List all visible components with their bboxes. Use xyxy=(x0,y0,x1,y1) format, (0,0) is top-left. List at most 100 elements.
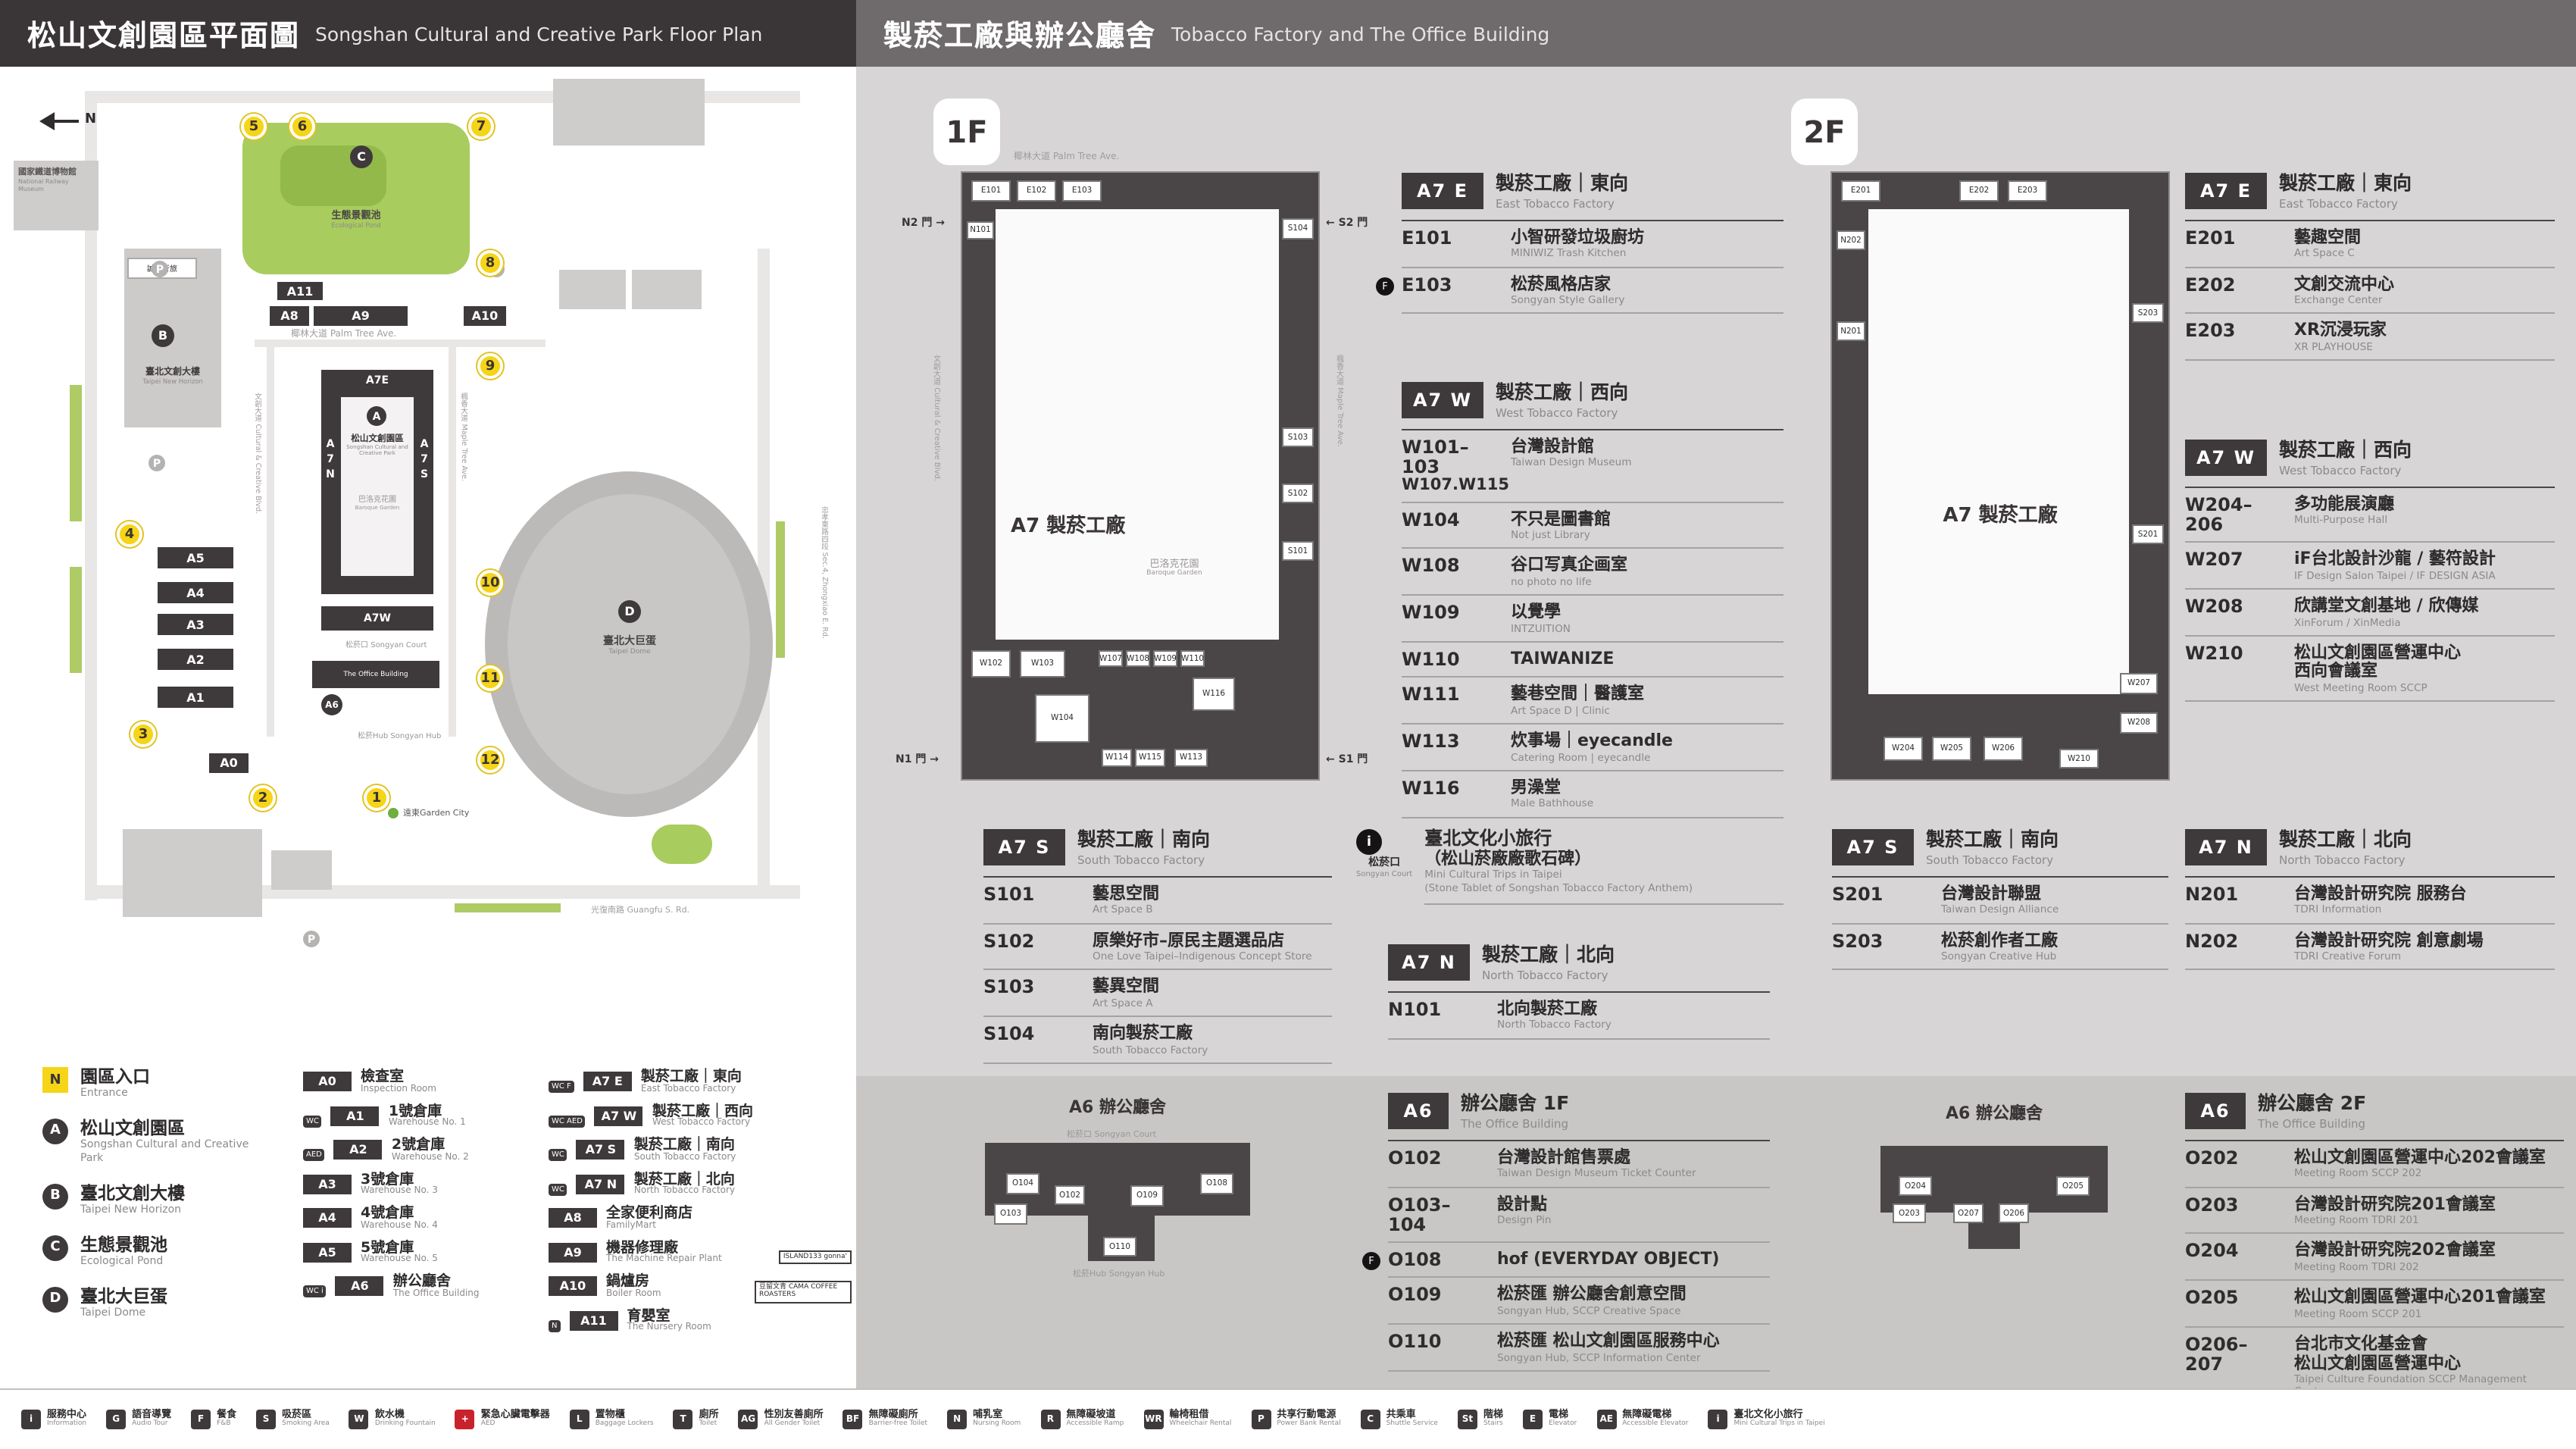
section-chip: A7 W xyxy=(1402,382,1483,418)
dome-label: 臺北大巨蛋 Taipei Dome xyxy=(603,635,656,656)
a7-building: A7E A7N A7S A 松山文創園區 Songshan Cultural a… xyxy=(321,370,433,594)
gate-s1: ← S1 門 xyxy=(1326,753,1368,765)
plan-room: N201 xyxy=(1837,321,1865,341)
plan-room: O103 xyxy=(994,1203,1027,1225)
plan-room: W210 xyxy=(2059,749,2099,768)
section-chip: A7 W xyxy=(2185,440,2267,476)
plan-room: W206 xyxy=(1984,737,2023,761)
facility-icons: WC xyxy=(549,1183,567,1196)
entrance-number: 8 xyxy=(477,250,503,276)
entrance-number: 5 xyxy=(241,114,267,139)
legend-area-marker: N xyxy=(42,1067,68,1093)
right-header: 製菸工廠與辦公廳舍 Tobacco Factory and The Office… xyxy=(856,0,2576,67)
gate-n1: N1 門 → xyxy=(896,753,939,765)
facility-icon: + xyxy=(455,1410,475,1429)
songyan-hub-map-label: 松菸Hub Songyan Hub xyxy=(358,732,442,741)
gate-s2: ← S2 門 xyxy=(1326,217,1368,229)
restaurant-icon: F xyxy=(1362,1251,1380,1270)
left-header: 松山文創園區平面圖 Songshan Cultural and Creative… xyxy=(0,0,856,67)
entrance-number: 12 xyxy=(477,747,503,773)
songyan-court-icon: i xyxy=(1356,829,1382,855)
entrance-number: 7 xyxy=(468,114,494,139)
floor-2f-chip: 2F xyxy=(1791,99,1858,165)
tenant-tag: ISLAND133 gonna' xyxy=(778,1250,852,1265)
plan-room: O108 xyxy=(1200,1173,1233,1194)
facility-icon: L xyxy=(569,1410,589,1429)
facility-icon: R xyxy=(1040,1410,1061,1429)
plan-room: W103 xyxy=(1020,650,1065,678)
neighbor-block xyxy=(553,79,705,146)
plan-room: W114 xyxy=(1102,749,1132,767)
road-cultural xyxy=(267,340,274,737)
building-block: A2 xyxy=(158,649,233,670)
building-block: A1 xyxy=(158,687,233,708)
facility-icons: WC xyxy=(549,1149,567,1162)
facility-icons: WC AED xyxy=(549,1115,586,1128)
entrance-number: 1 xyxy=(364,785,389,811)
facility-icon: T xyxy=(673,1410,693,1429)
facility-icons: WC F xyxy=(549,1081,574,1094)
facility-icon: N xyxy=(947,1410,968,1429)
facility-icons: WC xyxy=(303,1115,322,1128)
plan-room: W116 xyxy=(1193,678,1235,711)
building-code-chip: A6 xyxy=(335,1276,384,1296)
park-map: N 國家鐵道博物館 National Railway Museum C 生態景觀… xyxy=(0,67,856,1000)
entrance-number: 10 xyxy=(477,570,503,596)
green-strip xyxy=(776,521,785,658)
facility-icon: AG xyxy=(738,1410,758,1429)
building-code-chip: A8 xyxy=(549,1208,597,1228)
guangfu-rd-label: 光復南路 Guangfu S. Rd. xyxy=(591,906,690,915)
restaurant-icon: F xyxy=(1376,277,1394,296)
road-left xyxy=(85,91,97,900)
entrance-number: 9 xyxy=(477,353,503,379)
pond-label: 生態景觀池 Ecological Pond xyxy=(331,209,381,229)
building-block: A8 xyxy=(270,306,309,326)
building-code-chip: A3 xyxy=(303,1174,352,1194)
cultural-blvd-label-1f: 文創大道 Cultural & Creative Blvd. xyxy=(932,355,941,481)
parking-icon: P xyxy=(152,261,168,277)
section-chip: A6 xyxy=(1388,1093,1449,1129)
plan-room: O102 xyxy=(1055,1185,1085,1205)
section-chip: A7 N xyxy=(2185,829,2267,865)
building-code-chip: A7 S xyxy=(576,1140,625,1160)
plan-room: O204 xyxy=(1899,1176,1932,1196)
plan-room: E101 xyxy=(971,180,1011,202)
maple-ave-label-1f: 楓香大道 Maple Tree Ave. xyxy=(1335,355,1344,447)
building-code-chip: A0 xyxy=(303,1072,352,1091)
section-chip: A7 E xyxy=(1402,173,1483,209)
compass: N xyxy=(30,112,106,133)
plan-room: O206 xyxy=(1999,1203,2029,1223)
road-palm xyxy=(255,340,546,347)
room-entry: F O108 hof (EVERYDAY OBJECT) xyxy=(1362,1243,1770,1278)
palm-ave-label: 椰林大道 Palm Tree Ave. xyxy=(291,329,397,340)
